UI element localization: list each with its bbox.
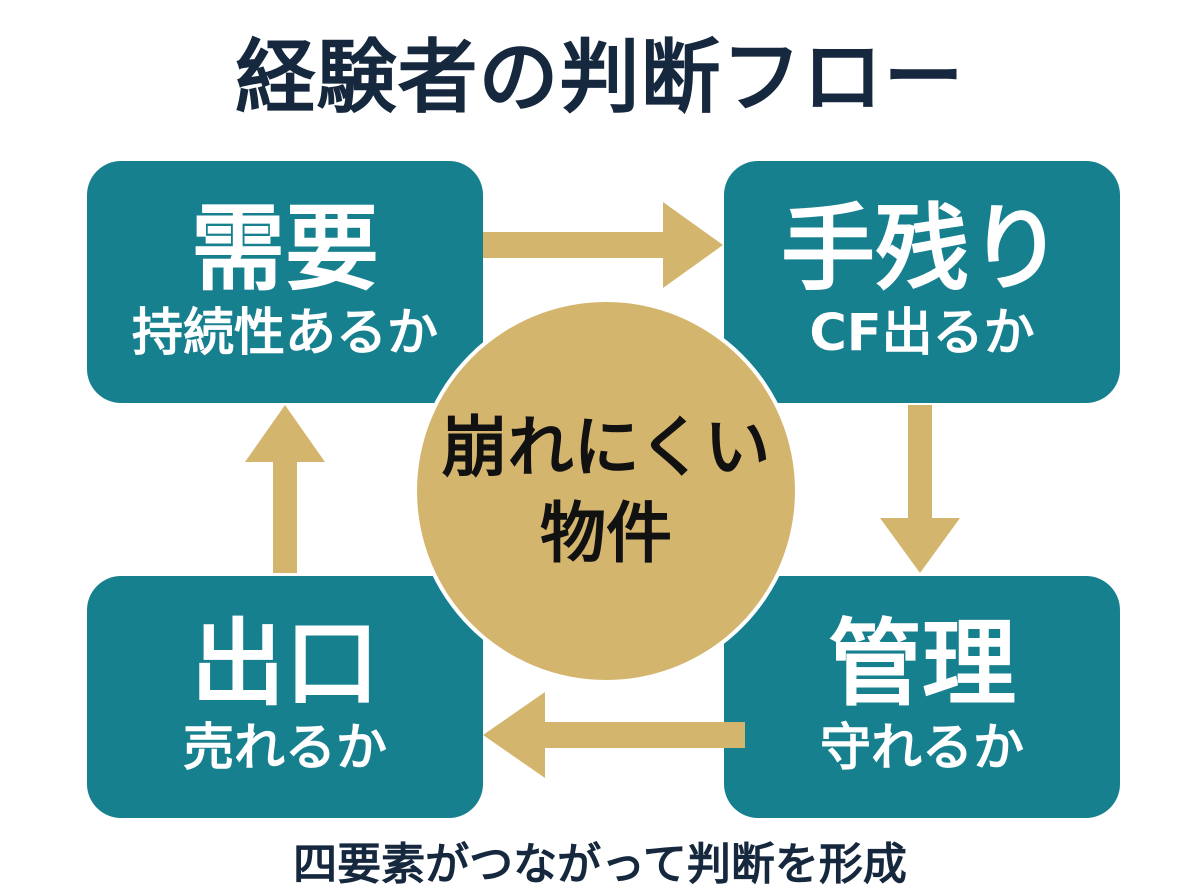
- box-exit-sublabel: 売れるか: [182, 718, 387, 778]
- center-circle-line1: 崩れにくい: [441, 409, 771, 487]
- box-management-sublabel: 守れるか: [819, 718, 1024, 778]
- arrow-right-icon: [483, 202, 723, 288]
- box-cashflow-label: 手残り: [780, 195, 1063, 305]
- center-circle: 崩れにくい 物件: [417, 302, 795, 680]
- box-cashflow-sublabel: CF出るか: [809, 303, 1035, 363]
- arrow-left-icon: [483, 692, 745, 778]
- footer-caption: 四要素がつながって判断を形成: [293, 839, 907, 890]
- arrow-down-icon: [880, 405, 960, 573]
- box-management-label: 管理: [827, 610, 1016, 720]
- box-exit: 出口 売れるか: [87, 576, 483, 818]
- box-cashflow: 手残り CF出るか: [724, 161, 1120, 403]
- box-demand-label: 需要: [190, 195, 379, 305]
- box-demand: 需要 持続性あるか: [87, 161, 483, 403]
- page-title: 経験者の判断フロー: [235, 31, 965, 124]
- box-exit-label: 出口: [190, 610, 379, 720]
- center-circle-line2: 物件: [540, 495, 672, 572]
- arrow-up-icon: [245, 405, 325, 573]
- box-management: 管理 守れるか: [724, 576, 1120, 818]
- box-demand-sublabel: 持続性あるか: [131, 303, 438, 363]
